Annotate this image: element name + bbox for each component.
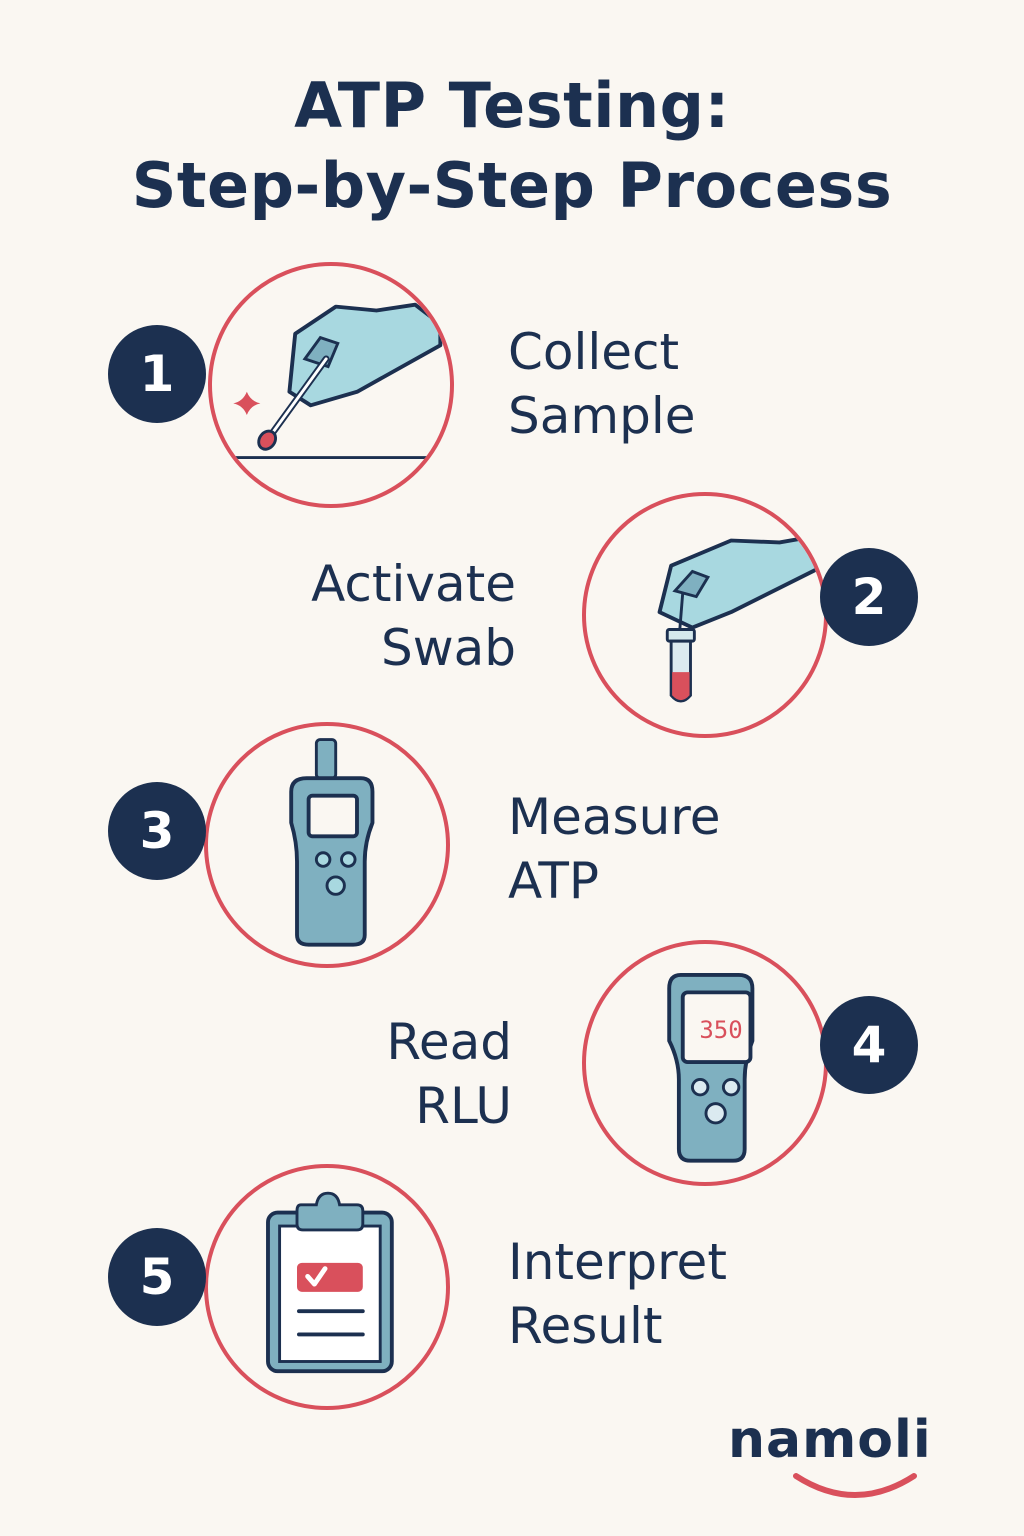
luminometer-reading-icon: [667, 973, 755, 1163]
step-3-circle: [204, 722, 450, 968]
step-4-label: Read RLU: [300, 1010, 512, 1138]
step-3-label-line-1: Measure: [508, 788, 721, 846]
step-5-badge: 5: [108, 1228, 206, 1326]
luminometer-icon: [289, 738, 375, 947]
step-4-badge: 4: [820, 996, 918, 1094]
step-4-label-line-2: RLU: [415, 1077, 512, 1135]
step-1-label: Collect Sample: [508, 320, 695, 448]
step-5-label: Interpret Result: [508, 1230, 727, 1358]
smile-arc-icon: [793, 1473, 917, 1498]
title-line-1: ATP Testing:: [294, 69, 730, 142]
step-2-label-line-1: Activate: [311, 555, 516, 613]
gloved-hand-swab-icon: [231, 302, 445, 460]
title-line-2: Step-by-Step Process: [131, 149, 893, 222]
clipboard-check-icon: [266, 1191, 394, 1374]
step-2-badge: 2: [820, 548, 918, 646]
step-1-label-line-1: Collect: [508, 323, 680, 381]
brand-logo: namoli: [728, 1410, 932, 1470]
step-1-label-line-2: Sample: [508, 387, 696, 445]
step-1-badge: 1: [108, 325, 206, 423]
step-5-label-line-1: Interpret: [508, 1233, 727, 1291]
step-1-circle: [208, 262, 454, 508]
step-2-label: Activate Swab: [270, 552, 516, 680]
step-2-circle: [582, 492, 828, 738]
step-5-circle: [204, 1164, 450, 1410]
step-5-label-line-2: Result: [508, 1297, 663, 1355]
step-3-badge: 3: [108, 782, 206, 880]
rlu-display-value: 350: [699, 1016, 743, 1044]
step-3-label: Measure ATP: [508, 785, 721, 913]
step-3-label-line-2: ATP: [508, 852, 600, 910]
step-2-label-line-2: Swab: [380, 619, 516, 677]
step-4-circle: 350: [582, 940, 828, 1186]
step-4-label-line-1: Read: [386, 1013, 512, 1071]
hand-test-tube-icon: [657, 532, 824, 703]
